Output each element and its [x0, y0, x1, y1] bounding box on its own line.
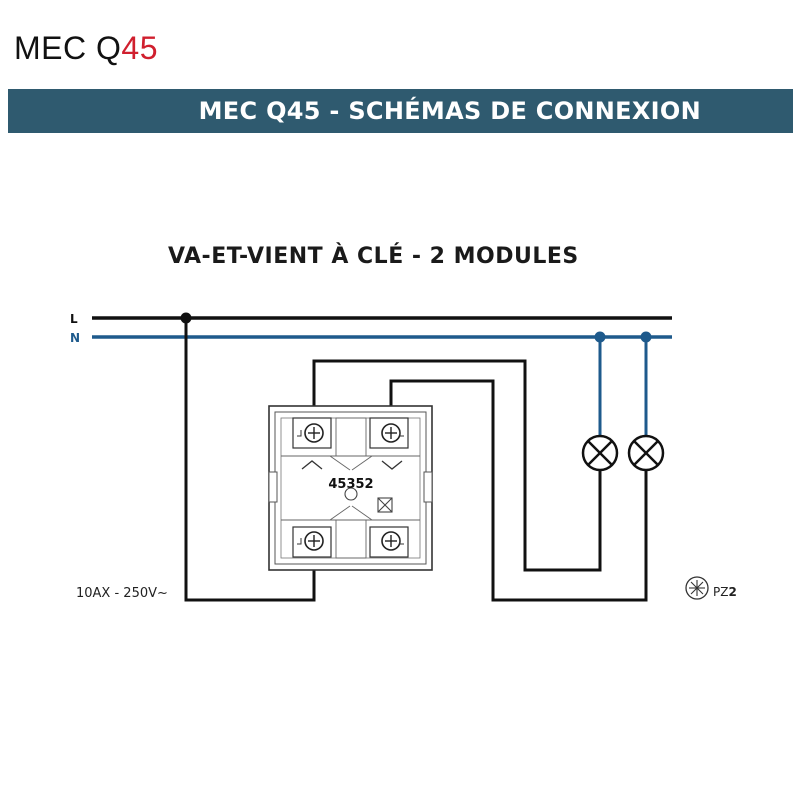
screw-terminal-icon	[292, 526, 332, 558]
product-code: 45352	[328, 477, 373, 492]
arrow-down-icon	[381, 460, 403, 470]
screwdriver-size: 2	[728, 585, 736, 599]
screwdriver-label: PZ2	[713, 585, 737, 599]
lamp-icon	[627, 434, 665, 472]
line-label-n: N	[70, 331, 80, 345]
arrow-up-icon	[301, 460, 323, 470]
screw-terminal-icon	[369, 417, 409, 449]
junction-neutral-2	[640, 331, 652, 343]
brand-logo: MEC Q45	[14, 30, 158, 67]
wires	[184, 318, 648, 602]
junction-live	[180, 312, 192, 324]
line-label-l: L	[70, 312, 78, 326]
lamp-icon	[581, 434, 619, 472]
logo-accent-text: 45	[121, 30, 158, 66]
banner-title: MEC Q45 - SCHÉMAS DE CONNEXION	[198, 97, 701, 125]
screwdriver-prefix: PZ	[713, 585, 728, 599]
title-banner: MEC Q45 - SCHÉMAS DE CONNEXION	[8, 89, 793, 133]
screw-terminal-icon	[292, 417, 332, 449]
logo-text: MEC Q	[14, 30, 122, 66]
screw-terminal-icon	[369, 526, 409, 558]
wire-live-to-switch	[184, 318, 316, 602]
junction-neutral-1	[594, 331, 606, 343]
wire-traveller-1	[312, 359, 602, 572]
rating-label: 10AX - 250V~	[76, 586, 168, 601]
diagram-title: VA-ET-VIENT À CLÉ - 2 MODULES	[168, 244, 579, 269]
phillips-screwdriver-icon	[685, 576, 709, 600]
wire-traveller-2	[389, 379, 648, 602]
